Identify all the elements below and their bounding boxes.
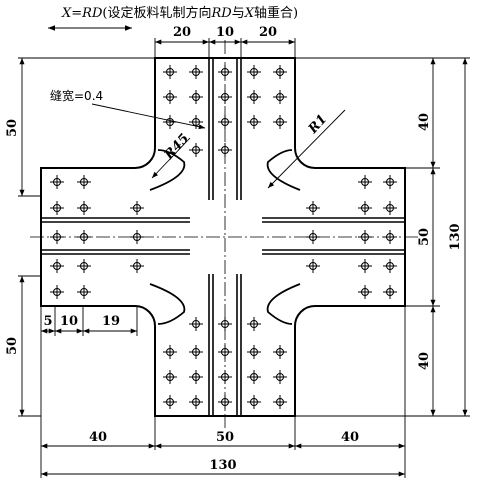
title-x: X	[61, 6, 72, 21]
dim-top-left-20: 20	[173, 25, 191, 40]
title-rd: RD	[81, 6, 103, 21]
center-lines	[30, 40, 420, 430]
slits	[41, 58, 405, 416]
title-x2: X	[244, 6, 255, 21]
grid-holes	[50, 65, 397, 409]
dim-overall-width-130: 130	[209, 458, 236, 473]
title-yu: 与	[232, 6, 245, 21]
radius-r1-label: R1	[305, 112, 330, 138]
title-rd2: RD	[210, 6, 232, 21]
title-mid: (设定板料轧制方向	[102, 5, 211, 21]
radius-r45-label: R45	[161, 131, 192, 163]
dim-bottom-left-40: 40	[89, 430, 107, 445]
title-text: X=RD(设定板料轧制方向RD与X轴重合)	[61, 5, 298, 21]
dimension-texts: 20 10 20 50 50 40 50 40 130 40 50 40 130…	[5, 25, 463, 473]
dim-top-right-20: 20	[259, 25, 277, 40]
dim-small-19: 19	[102, 314, 120, 329]
dim-small-5: 5	[43, 314, 52, 329]
dim-right-top-40: 40	[417, 113, 432, 131]
title-eq: =	[71, 6, 82, 21]
dim-left-bottom-50: 50	[5, 337, 20, 355]
dim-left-top-50: 50	[5, 119, 20, 137]
dim-top-mid-10: 10	[216, 25, 234, 40]
dimension-lines	[18, 38, 470, 478]
slit-width-label: 缝宽=0.4	[50, 88, 103, 103]
dim-right-bottom-40: 40	[417, 352, 432, 370]
dim-small-10: 10	[60, 314, 78, 329]
dim-overall-height-130: 130	[448, 223, 463, 250]
dim-bottom-right-40: 40	[341, 430, 359, 445]
dim-right-mid-50: 50	[417, 228, 432, 246]
corner-notches	[149, 149, 301, 325]
dim-bottom-mid-50: 50	[216, 430, 234, 445]
title-end: 轴重合)	[254, 5, 298, 21]
